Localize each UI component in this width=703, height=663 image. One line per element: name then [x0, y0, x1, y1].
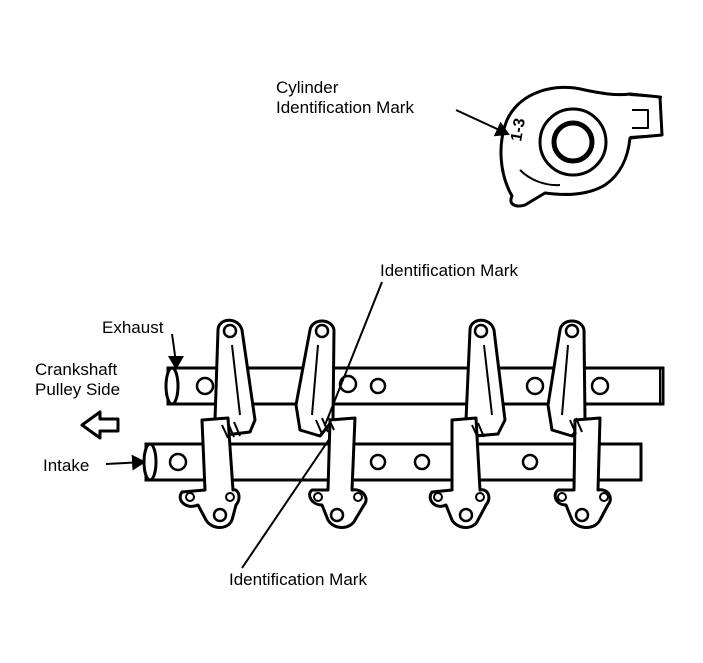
identification-mark-hatching — [221, 416, 583, 439]
rocker-stamp: 1-3 — [508, 117, 529, 143]
intake-leader — [105, 454, 146, 471]
cylinder-mark-leader — [455, 109, 510, 137]
cylinder-label-line1: Cylinder — [276, 78, 339, 97]
ident-top-label: Identification Mark — [380, 261, 518, 280]
rocker-arm-detail — [499, 85, 664, 208]
exhaust-rocker-arms — [213, 318, 587, 438]
crankshaft-direction-arrow — [80, 410, 120, 440]
exhaust-leader — [167, 333, 184, 370]
intake-label: Intake — [43, 456, 90, 475]
cylinder-label-line2: Identification Mark — [276, 98, 414, 117]
ident-top-leader — [324, 281, 383, 426]
ident-bottom-label: Identification Mark — [229, 570, 367, 589]
ident-bottom-leader — [241, 437, 331, 569]
intake-rocker-arms — [178, 416, 612, 529]
exhaust-label: Exhaust — [102, 318, 164, 337]
crankshaft-label-line1: Crankshaft — [35, 360, 118, 379]
crankshaft-label-line2: Pulley Side — [35, 380, 121, 399]
